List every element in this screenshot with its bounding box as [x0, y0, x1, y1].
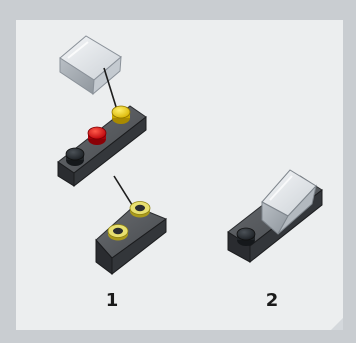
- step-1-label: 1: [106, 290, 119, 311]
- step-2-dark-stud: [237, 228, 255, 246]
- red-stud: [88, 127, 106, 145]
- step-2-label: 2: [266, 290, 279, 311]
- hollow-stud-lower: [108, 225, 128, 241]
- hollow-stud-upper: [130, 202, 150, 218]
- dark-stud: [66, 148, 84, 166]
- yellow-stud: [112, 106, 130, 124]
